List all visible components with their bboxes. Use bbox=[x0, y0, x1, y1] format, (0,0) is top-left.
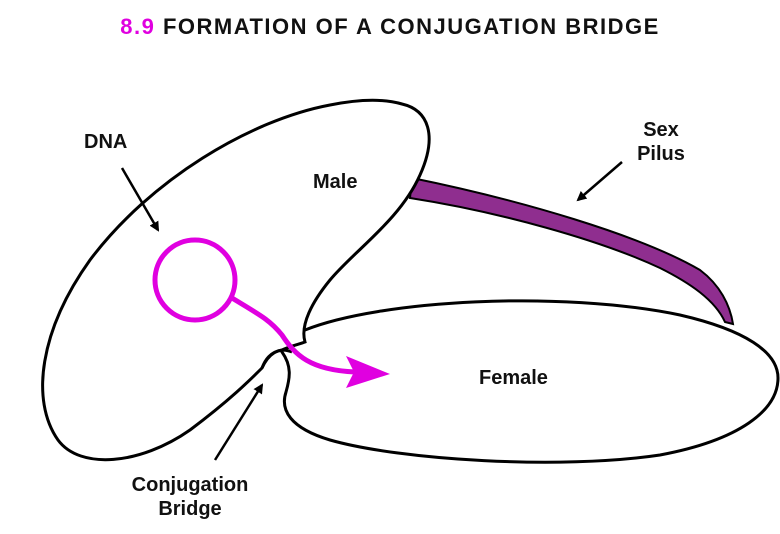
title-number: 8.9 bbox=[120, 14, 155, 39]
sex-pilus-label-line2: Pilus bbox=[616, 142, 706, 166]
conjugation-bridge-label-line1: Conjugation bbox=[100, 473, 280, 497]
sex-pilus-label-line1: Sex bbox=[616, 118, 706, 142]
dna-label: DNA bbox=[84, 130, 127, 154]
sex-pilus-arrow bbox=[578, 162, 622, 200]
page-title: 8.9 FORMATION OF A CONJUGATION BRIDGE bbox=[0, 14, 780, 40]
sex-pilus-label: Sex Pilus bbox=[616, 118, 706, 166]
conjugation-bridge-label: Conjugation Bridge bbox=[100, 473, 280, 521]
male-label: Male bbox=[313, 170, 357, 194]
female-label: Female bbox=[479, 366, 548, 390]
title-text: FORMATION OF A CONJUGATION BRIDGE bbox=[163, 14, 660, 39]
conjugation-bridge-label-line2: Bridge bbox=[100, 497, 280, 521]
